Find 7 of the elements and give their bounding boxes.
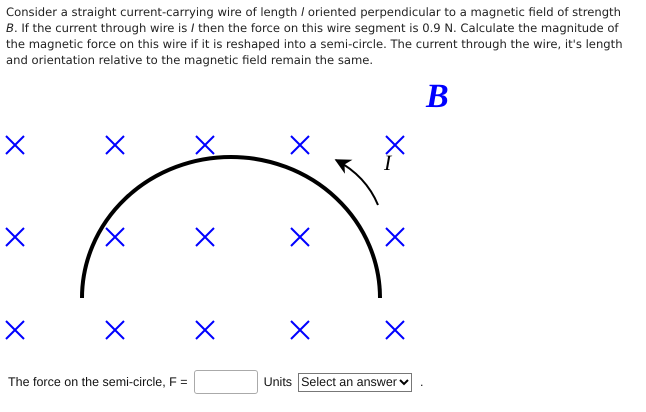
- answer-prompt: The force on the semi-circle, F =: [8, 375, 188, 389]
- units-dropdown: Select an answer: [298, 372, 412, 392]
- current-label: I: [384, 152, 392, 174]
- period: .: [420, 375, 424, 389]
- units-label: Units: [264, 375, 292, 389]
- field-label: B: [426, 80, 449, 114]
- question-text: Consider a straight current-carrying wire of length l oriented perpendicular to a magnetic field of strength B. If the current through wire is I then the force on this wire segment is 0.9 N. Calculate the magnitude of the magnetic force on this wire if it is reshaped into a semi-circle. The current through the wire, it's length and orientation relative to the magnetic field remain the same.: [6, 4, 624, 68]
